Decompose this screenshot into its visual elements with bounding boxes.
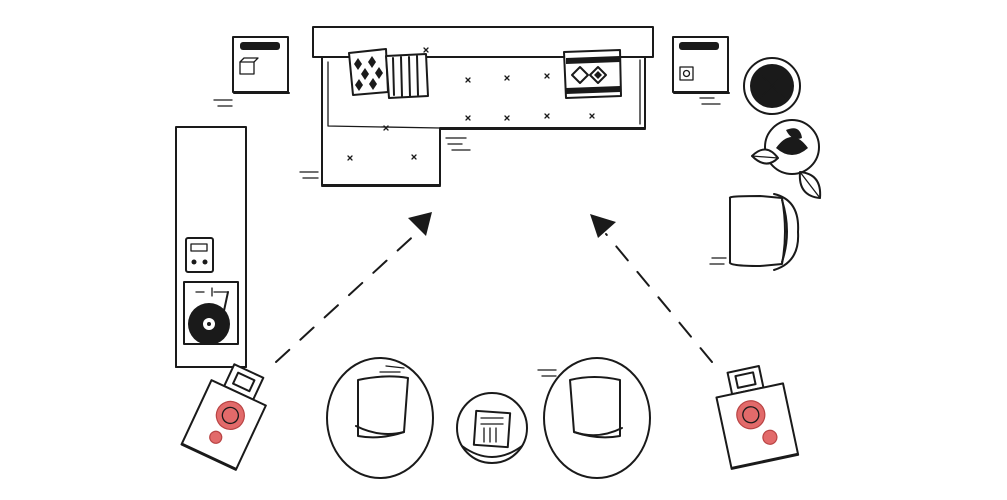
- plant-round: [743, 57, 801, 115]
- arrow-left: [275, 212, 432, 363]
- cushion-tribal: [563, 49, 622, 99]
- armchair-right: [537, 357, 651, 479]
- coffee-table-round: [456, 392, 528, 464]
- side-table-left: [213, 36, 290, 107]
- side-table-right: [672, 36, 730, 105]
- turntable: [183, 281, 239, 345]
- cushion-diamond: [348, 48, 389, 96]
- armchair-left: [326, 357, 434, 479]
- speaker-right: [715, 365, 800, 470]
- speaker-left: [180, 363, 267, 471]
- radio: [185, 237, 214, 273]
- plant-leafy: [751, 119, 822, 199]
- accent-chair-right: [709, 193, 800, 271]
- arrow-right: [590, 214, 713, 363]
- cushion-striped: [385, 47, 429, 99]
- sofa-tufts: [347, 73, 595, 161]
